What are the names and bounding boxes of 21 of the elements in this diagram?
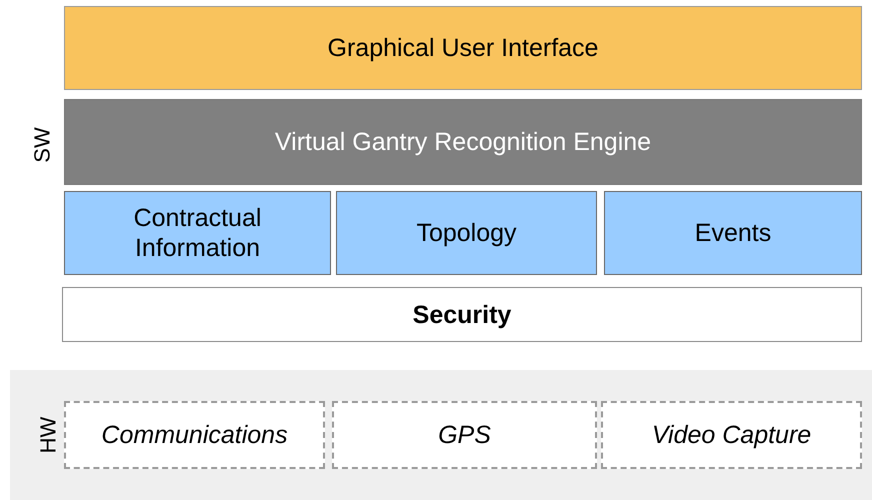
hardware-band: [10, 370, 872, 500]
layer-group-label: SW: [30, 127, 56, 163]
box-label: Graphical User Interface: [326, 33, 600, 63]
box-label: Contractual Information: [132, 203, 262, 263]
box-label: Communications: [100, 420, 289, 450]
layer-box: [62, 287, 862, 342]
hardware-box: [64, 401, 325, 469]
box-label: Events: [694, 218, 772, 248]
box-label: Virtual Gantry Recognition Engine: [274, 127, 652, 157]
layer-box: [64, 99, 862, 185]
module-box: [604, 191, 862, 275]
band-label: HW: [35, 416, 62, 454]
layer-box: [64, 6, 862, 90]
hardware-box: [332, 401, 597, 469]
box-label: Security: [412, 300, 512, 330]
box-label: Topology: [415, 218, 518, 248]
module-box: [336, 191, 597, 275]
module-box: [64, 191, 331, 275]
hardware-box: [601, 401, 862, 469]
box-label: Video Capture: [650, 420, 812, 450]
box-label: GPS: [437, 420, 492, 450]
